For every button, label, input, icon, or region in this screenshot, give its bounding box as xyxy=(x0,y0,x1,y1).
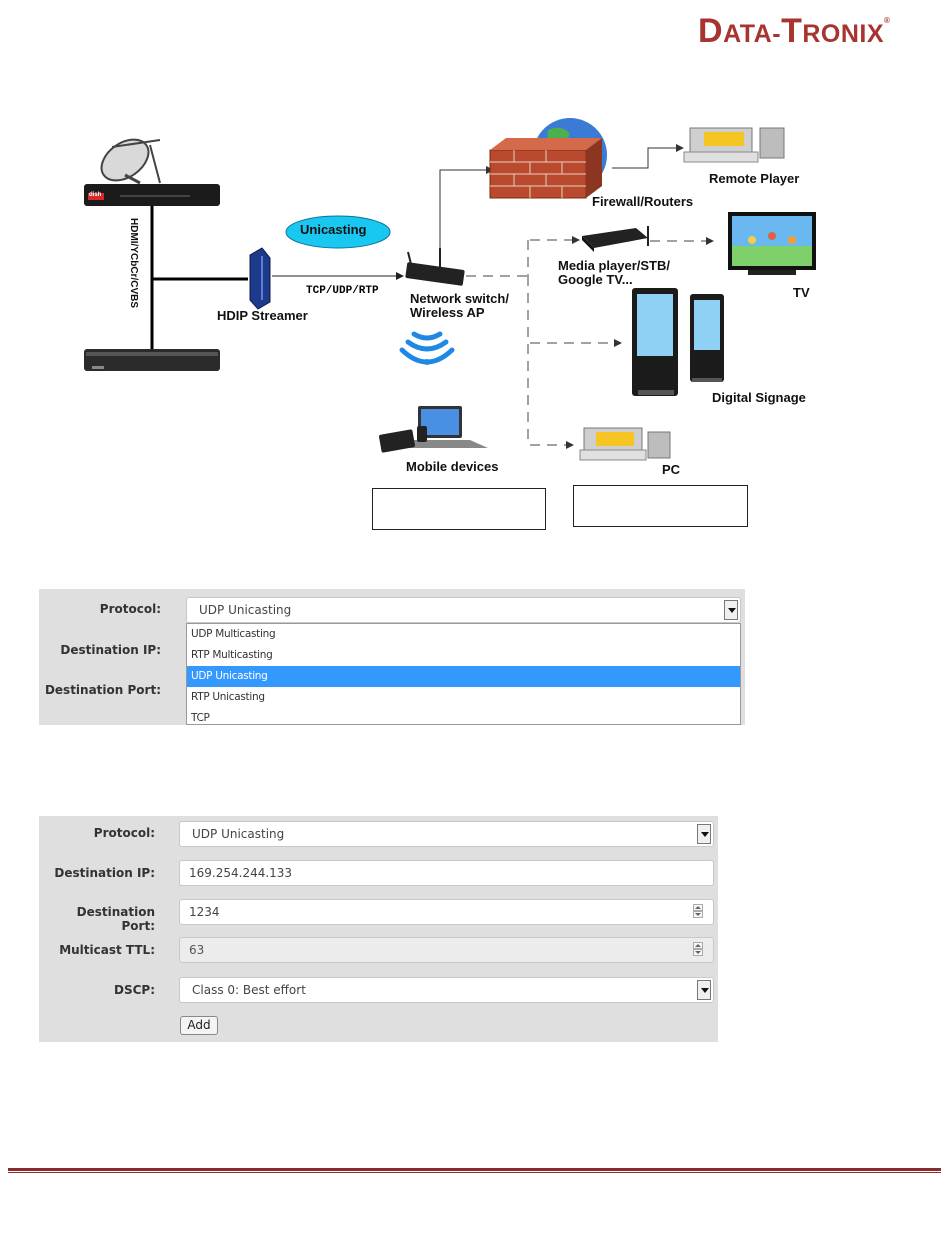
receiver-brand-text: dish xyxy=(89,192,101,198)
remote-player-computer-icon xyxy=(684,128,784,162)
destination-ip-label: Destination IP: xyxy=(39,866,155,880)
chevron-down-icon[interactable] xyxy=(697,824,711,844)
empty-callout-box-right xyxy=(573,485,748,527)
destination-ip-label: Destination IP: xyxy=(39,643,161,657)
dscp-select-value: Class 0: Best effort xyxy=(192,983,306,997)
port-spinner[interactable] xyxy=(693,904,703,920)
satellite-dish-icon xyxy=(94,131,160,189)
satellite-receiver-icon xyxy=(84,184,220,206)
footer-rule-thin xyxy=(8,1172,941,1173)
mobile-devices-label: Mobile devices xyxy=(406,459,498,474)
media-player-label: Media player/STB/ Google TV... xyxy=(558,259,670,287)
multicast-ttl-value: 63 xyxy=(189,943,204,957)
option-tcp[interactable]: TCP xyxy=(187,708,740,725)
firewall-label: Firewall/Routers xyxy=(592,194,693,209)
streamer-label: HDIP Streamer xyxy=(217,308,308,323)
destination-port-input[interactable]: 1234 xyxy=(179,899,714,925)
protocols-label: TCP/UDP/RTP xyxy=(306,285,379,297)
switch-label-line-2: Wireless AP xyxy=(410,306,509,320)
destination-port-value: 1234 xyxy=(189,905,220,919)
option-rtp-multicasting[interactable]: RTP Multicasting xyxy=(187,645,740,666)
firewall-icon xyxy=(490,138,602,198)
empty-callout-box-left xyxy=(372,488,546,530)
ttl-spinner xyxy=(693,942,703,958)
protocol-select[interactable]: UDP Unicasting xyxy=(186,597,741,623)
add-button[interactable]: Add xyxy=(180,1016,218,1035)
media-player-icon xyxy=(582,226,648,252)
wifi-signal-icon xyxy=(402,334,452,365)
chevron-down-icon[interactable] xyxy=(697,980,711,1000)
destination-ip-input[interactable]: 169.254.244.133 xyxy=(179,860,714,886)
multicast-ttl-input: 63 xyxy=(179,937,714,963)
media-player-label-line-2: Google TV... xyxy=(558,273,670,287)
option-udp-multicasting[interactable]: UDP Multicasting xyxy=(187,624,740,645)
dscp-label: DSCP: xyxy=(39,983,155,997)
destination-port-label: Destination Port: xyxy=(39,683,161,697)
option-udp-unicasting[interactable]: UDP Unicasting xyxy=(187,666,740,687)
pc-icon xyxy=(580,428,670,460)
multicast-ttl-label: Multicast TTL: xyxy=(39,943,155,957)
option-rtp-unicasting[interactable]: RTP Unicasting xyxy=(187,687,740,708)
media-player-label-line-1: Media player/STB/ xyxy=(558,259,670,273)
mobile-devices-icon xyxy=(379,406,488,453)
tv-icon xyxy=(728,212,816,275)
remote-player-label: Remote Player xyxy=(709,171,799,186)
hdip-streamer-icon xyxy=(250,248,270,309)
footer-rule xyxy=(8,1168,941,1171)
protocol-label: Protocol: xyxy=(39,602,161,616)
protocol-options-list: UDP Multicasting RTP Multicasting UDP Un… xyxy=(186,623,741,725)
protocol-select[interactable]: UDP Unicasting xyxy=(179,821,714,847)
router-icon xyxy=(405,248,465,286)
destination-port-label: Destination Port: xyxy=(39,905,155,933)
tv-label: TV xyxy=(793,285,810,300)
dscp-select[interactable]: Class 0: Best effort xyxy=(179,977,714,1003)
digital-signage-icon xyxy=(632,288,724,396)
unicasting-bubble-label: Unicasting xyxy=(300,222,366,237)
protocol-label: Protocol: xyxy=(39,826,155,840)
digital-signage-label: Digital Signage xyxy=(712,390,806,405)
source-cable-label: HDMI/YCbCr/CVBS xyxy=(128,218,139,308)
switch-label: Network switch/ Wireless AP xyxy=(410,292,509,320)
switch-label-line-1: Network switch/ xyxy=(410,292,509,306)
bluray-player-icon xyxy=(84,349,220,371)
chevron-down-icon[interactable] xyxy=(724,600,738,620)
protocol-select-value: UDP Unicasting xyxy=(192,827,284,841)
protocol-select-value: UDP Unicasting xyxy=(199,603,291,617)
pc-label: PC xyxy=(662,462,680,477)
